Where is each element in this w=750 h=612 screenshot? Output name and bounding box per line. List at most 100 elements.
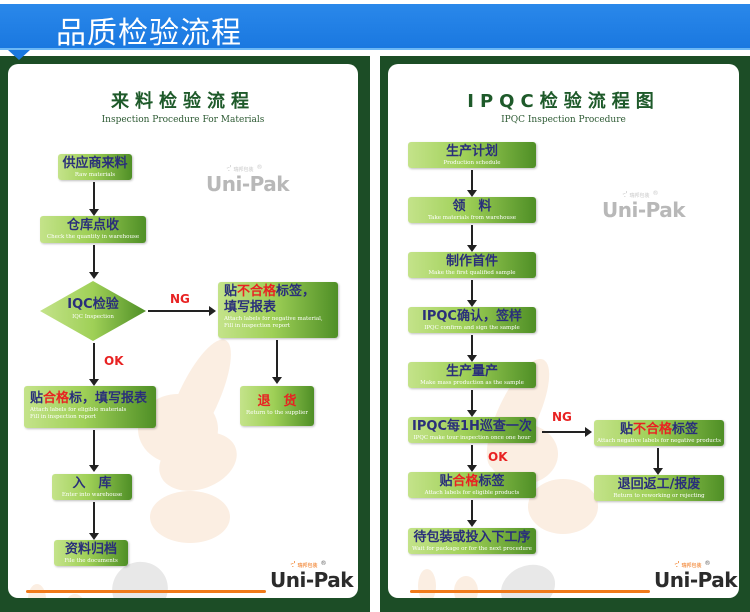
- flow-step-raw-materials: 供应商来料 Raw materials: [58, 154, 132, 180]
- ng-label: NG: [170, 292, 190, 306]
- flow-step-eligible-label: 贴合格标签 Attach labels for eligible product…: [408, 472, 536, 498]
- step-en: Production schedule: [443, 160, 501, 166]
- step-en: Attach labels for negative material,: [224, 316, 323, 322]
- panel-subtitle: IPQC Inspection Procedure: [501, 115, 626, 125]
- step-en: Attach negative labels for negative prod…: [597, 438, 721, 444]
- logo-mark-row: ·:' 瑞邦包装 ®: [602, 190, 658, 199]
- step-cn-highlight: 不合格: [632, 422, 672, 437]
- flow-arrow: [89, 182, 99, 216]
- logo-registered-mark: ®: [320, 560, 327, 567]
- step-en: Enter into warehouse: [61, 492, 123, 498]
- flow-step-return-supplier: 退 货 Return to the supplier: [240, 386, 314, 426]
- unipak-logo: ·:' 瑞邦包装 ® Uni-Pak: [654, 560, 738, 592]
- step-cn-part: 贴: [439, 474, 453, 489]
- ok-label: OK: [104, 354, 124, 368]
- flow-arrow: [467, 335, 477, 362]
- logo-dots-icon: ·:': [290, 560, 296, 569]
- flow-arrow: [89, 430, 99, 472]
- flow-step-file-documents: 资料归档 File the documents: [54, 540, 128, 566]
- flow-step-rework-reject: 退回返工/报废 Return to reworking or rejecting: [594, 475, 724, 501]
- step-cn: 退 货: [257, 394, 297, 409]
- ng-label: NG: [552, 410, 572, 424]
- flow-step-enter-warehouse: 入 库 Enter into warehouse: [52, 474, 132, 500]
- step-en: Fill in inspection report: [224, 323, 290, 329]
- step-cn: 贴不合格标签，: [224, 282, 338, 300]
- page-title: 品质检验流程: [56, 16, 242, 51]
- step-cn-part: 标签，: [276, 284, 316, 299]
- flow-arrow-ok: [467, 445, 477, 472]
- step-cn-highlight: 合格: [43, 391, 70, 406]
- step-en: Check the quantity in warehouse: [46, 234, 140, 240]
- logo-mark-row: ·:' 瑞邦包装 ®: [206, 164, 262, 173]
- flow-arrow: [653, 448, 663, 475]
- panel-title: 来料检验流程: [111, 91, 255, 112]
- decor-blob: [64, 594, 86, 598]
- logo-wordmark: Uni-Pak: [602, 198, 686, 222]
- step-cn: 资料归档: [64, 542, 117, 557]
- step-cn: 贴不合格标签: [594, 420, 724, 438]
- banner-pointer: [8, 50, 30, 60]
- step-en: Fill in inspection report: [30, 414, 96, 420]
- step-cn-part: 标，填写报表: [69, 391, 148, 406]
- logo-cn-text: 瑞邦包装: [681, 563, 702, 569]
- step-cn-part: 贴: [224, 284, 238, 299]
- step-cn: 制作首件: [445, 254, 498, 269]
- flow-decision-iqc: IQC检验 IQC Inspection: [40, 281, 146, 341]
- step-en: IQC Inspection: [72, 314, 114, 320]
- panel-title: IPQC检验流程图: [467, 91, 660, 112]
- flow-arrow: [467, 280, 477, 307]
- step-cn: 仓库点收: [66, 218, 119, 233]
- step-cn-part: 标签: [672, 422, 699, 437]
- step-en: Return to the supplier: [246, 410, 308, 416]
- panel-card: 来料检验流程 Inspection Procedure For Material…: [8, 64, 358, 598]
- header-banner: 品质检验流程: [0, 4, 750, 51]
- step-en: Attach labels for eligible materials: [30, 407, 127, 413]
- step-en: Take materials from warehouse: [427, 215, 517, 221]
- logo-mark-row: ·:' 瑞邦包装 ®: [654, 560, 710, 569]
- decision-diamond-shape: [40, 281, 146, 341]
- unipak-watermark-logo: ·:' 瑞邦包装 ® Uni-Pak: [602, 190, 686, 222]
- incoming-inspection-panel: 来料检验流程 Inspection Procedure For Material…: [0, 56, 370, 612]
- logo-registered-mark: ®: [256, 164, 263, 171]
- step-cn-highlight: 合格: [452, 474, 479, 489]
- logo-wordmark: Uni-Pak: [270, 568, 354, 592]
- ok-label: OK: [488, 450, 508, 464]
- step-en: Raw materials: [74, 172, 116, 178]
- logo-mark-row: ·:' 瑞邦包装 ®: [270, 560, 326, 569]
- step-cn: 待包装或投入下工序: [413, 530, 531, 545]
- flow-step-production-schedule: 生产计划 Production schedule: [408, 142, 536, 168]
- step-en: Wait for package or for the next procedu…: [412, 546, 532, 552]
- panel-card: IPQC检验流程图 IPQC Inspection Procedure ·:' …: [388, 64, 739, 598]
- flow-step-eligible-label: 贴合格标，填写报表 Attach labels for eligible mat…: [24, 386, 156, 428]
- flow-arrow: [467, 170, 477, 197]
- step-en: File the documents: [64, 558, 118, 564]
- logo-registered-mark: ®: [704, 560, 711, 567]
- logo-cn-text: 瑞邦包装: [297, 563, 318, 569]
- step-cn: IPQC每1H巡查一次: [412, 419, 532, 434]
- flow-arrow-ok: [89, 343, 99, 386]
- decor-blob: [150, 491, 230, 543]
- flow-arrow: [467, 225, 477, 252]
- step-en: Make the first qualified sample: [428, 270, 516, 276]
- flow-arrow-ng: [542, 427, 592, 437]
- step-cn-line2: 填写报表: [224, 300, 277, 315]
- flow-step-take-materials: 领 料 Take materials from warehouse: [408, 197, 536, 223]
- logo-cn-text: 瑞邦包装: [629, 193, 650, 199]
- flow-step-ipqc-confirm: IPQC确认，签样 IPQC confirm and sign the samp…: [408, 307, 536, 333]
- flow-step-hourly-inspection: IPQC每1H巡查一次 IPQC make tour inspection on…: [408, 417, 536, 443]
- unipak-watermark-logo: ·:' 瑞邦包装 ® Uni-Pak: [206, 164, 290, 195]
- flow-step-first-sample: 制作首件 Make the first qualified sample: [408, 252, 536, 278]
- logo-dots-icon: ·:': [674, 560, 680, 569]
- footer-rule: [26, 590, 266, 593]
- step-cn-part: 贴: [30, 391, 44, 406]
- unipak-logo: ·:' 瑞邦包装 ® Uni-Pak: [270, 560, 354, 592]
- logo-wordmark: Uni-Pak: [654, 568, 738, 592]
- step-cn: IQC检验: [67, 297, 119, 312]
- logo-registered-mark: ®: [652, 190, 659, 197]
- flow-arrow-ng: [148, 306, 216, 316]
- step-cn: 生产量产: [445, 364, 498, 379]
- logo-cn-text: 瑞邦包装: [233, 167, 254, 173]
- decor-blob: [454, 576, 478, 598]
- flow-arrow: [467, 500, 477, 527]
- step-cn: 退回返工/报废: [617, 477, 701, 492]
